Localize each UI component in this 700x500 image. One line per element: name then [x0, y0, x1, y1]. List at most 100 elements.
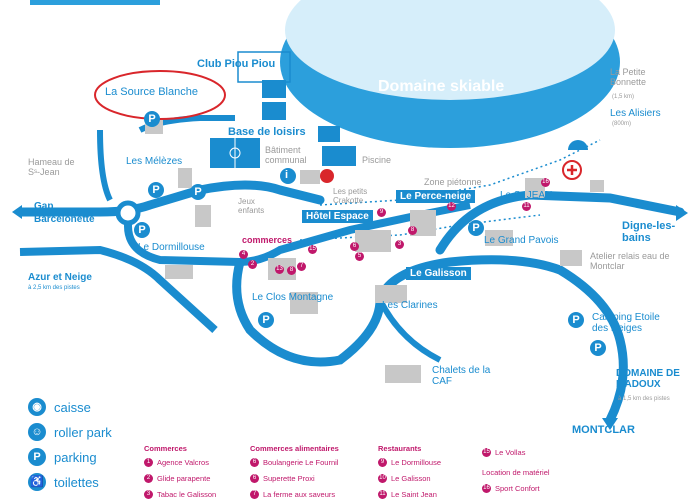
shop-marker: 8	[408, 226, 417, 235]
shop-marker: 5	[355, 252, 364, 261]
label-atelier: Atelier relais eau de Montclar	[590, 251, 670, 271]
shop-label: Le Dormillouse	[391, 458, 442, 467]
shop-number: 16	[482, 484, 491, 493]
label-hameau: Hameau de Sˢ-Jean	[28, 157, 75, 177]
tennis-court-3	[318, 126, 340, 142]
pool-building	[322, 146, 356, 166]
key-alimentaires-title: Commerces alimentaires	[250, 444, 339, 453]
legend-toilettes: ♿ toilettes	[28, 473, 99, 491]
label-azur-dist: à 2,5 km des pistes	[28, 285, 80, 291]
label-gap: Gap	[34, 201, 54, 212]
label-dormillouse: Le Dormillouse	[138, 242, 205, 253]
arrow-south	[602, 418, 618, 430]
shop-number: 10	[378, 474, 387, 483]
caisse-icon: ◉	[28, 398, 46, 416]
roller-icon: ☺	[28, 423, 46, 441]
parking-icon: P	[568, 312, 584, 328]
shop-label: La ferme aux saveurs	[263, 490, 336, 499]
shop-label: Superette Proxi	[263, 474, 315, 483]
shop-label: Le Galisson	[391, 474, 431, 483]
road-north	[138, 115, 235, 133]
parking-icon: P	[28, 448, 46, 466]
legend-roller: ☺ roller park	[28, 423, 112, 441]
key-item: 10 Le Galisson	[378, 474, 431, 483]
ski-domain-highlight	[285, 0, 615, 100]
shop-marker: 15	[308, 245, 317, 254]
shop-marker: 16	[541, 178, 550, 187]
club-box	[237, 51, 291, 83]
shop-label: Le Saint Jean	[391, 490, 437, 499]
label-azur: Azur et Neige	[28, 272, 92, 283]
key-item: 7 La ferme aux saveurs	[250, 490, 335, 499]
parking-icon: P	[144, 111, 160, 127]
shop-label: Le Vollas	[495, 448, 526, 457]
shop-marker: 8	[287, 266, 296, 275]
pedestrian-zone	[319, 139, 601, 206]
key-item: 15 Le Vollas	[482, 448, 525, 457]
label-club-piou: Club Piou Piou	[197, 58, 276, 70]
info-symbol: i	[285, 169, 289, 181]
shop-number: 15	[482, 448, 491, 457]
red-marker	[320, 169, 334, 183]
label-adoux-dist: à 1,5 km des pistes	[618, 396, 670, 402]
label-grand-pavois: Le Grand Pavois	[484, 235, 559, 246]
key-item: 6 Boulangerie Le Fournil	[250, 458, 338, 467]
tag-galisson: Le Galisson	[406, 267, 471, 280]
road-village	[124, 201, 471, 267]
legend-label: caisse	[54, 399, 91, 415]
tag-hotel-espace: Hôtel Espace	[302, 210, 373, 223]
label-digne: Digne-les-bains	[622, 220, 676, 245]
label-alisiers: Les Alisiers	[610, 108, 661, 119]
road-left-down	[19, 245, 218, 333]
shop-number: 11	[378, 490, 387, 499]
parking-icon: P	[190, 184, 206, 200]
shop-marker: 13	[275, 265, 284, 274]
ski-domain-label: Domaine skiable	[378, 78, 505, 95]
shop-marker: 6	[350, 242, 359, 251]
shop-number: 6	[250, 458, 259, 467]
shop-label: Glide parapente	[157, 474, 211, 483]
tennis-court-2	[262, 102, 286, 120]
label-jeux: Jeux enfants	[238, 197, 265, 215]
label-clarines: Les Clarines	[382, 300, 438, 311]
label-source-blanche: La Source Blanche	[105, 86, 198, 98]
shop-number: 7	[250, 490, 259, 499]
shop-marker: 4	[239, 250, 248, 259]
shop-label: Tabac le Galisson	[157, 490, 217, 499]
label-meleze: Les Mélèzes	[126, 156, 183, 167]
shop-label: Agence Valcros	[157, 458, 209, 467]
label-montclar: MONTCLAR	[572, 424, 635, 436]
parking-icon: P	[590, 340, 606, 356]
parking-icon: P	[134, 222, 150, 238]
legend-label: roller park	[54, 424, 112, 440]
shop-marker: 2	[248, 260, 257, 269]
key-item: 11 Le Saint Jean	[378, 490, 437, 499]
label-alisiers-dist: (800m)	[612, 121, 632, 127]
info-icon	[280, 168, 296, 184]
toilet-icon: ♿	[28, 473, 46, 491]
shop-marker: 12	[447, 202, 456, 211]
label-base-loisirs: Base de loisirs	[228, 126, 306, 138]
label-zone-pietonne: Zone piétonne	[424, 177, 482, 187]
shop-number: 1	[144, 458, 153, 467]
label-petite-bonnette: La Petite Bonnette	[610, 67, 647, 87]
parking-icon: P	[148, 182, 164, 198]
parking-icon: P	[468, 220, 484, 236]
shop-marker: 9	[377, 208, 386, 217]
ski-lift-icon	[568, 140, 588, 150]
label-camping: Camping Etoile des Neiges	[592, 312, 660, 334]
tennis-court-1	[262, 80, 286, 98]
annotation-circle	[94, 70, 226, 120]
shop-number: 9	[378, 458, 387, 467]
label-piscine: Piscine	[362, 155, 392, 165]
shop-label: Boulangerie Le Fournil	[263, 458, 339, 467]
label-commerces: commerces	[242, 235, 293, 245]
legend-parking: P parking	[28, 448, 97, 466]
key-item: 9 Le Dormillouse	[378, 458, 441, 467]
legend-label: parking	[54, 449, 97, 465]
key-item: 1 Agence Valcros	[144, 458, 209, 467]
